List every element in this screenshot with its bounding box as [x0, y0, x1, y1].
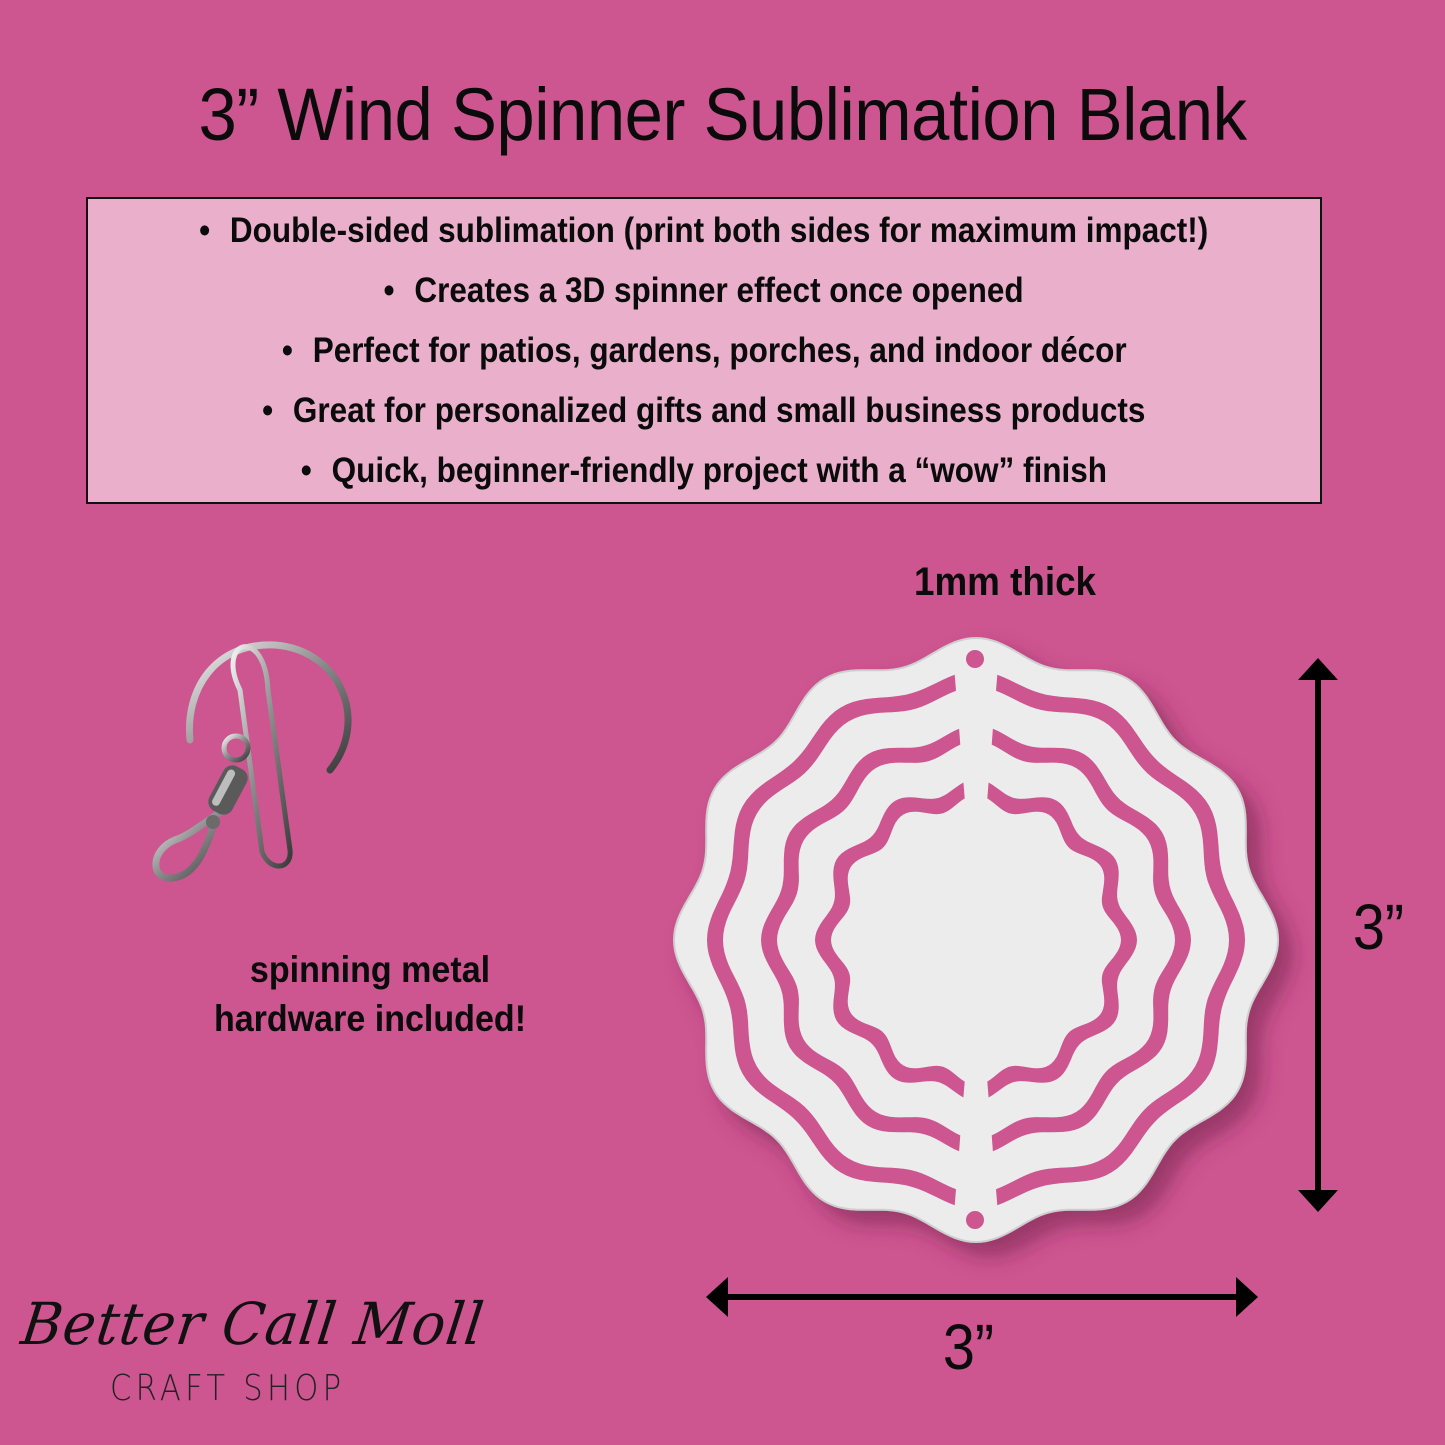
- feature-item: •Creates a 3D spinner effect once opened: [383, 270, 1025, 310]
- feature-item: •Quick, beginner-friendly project with a…: [300, 450, 1108, 490]
- hardware-label: spinning metal hardware included!: [213, 949, 527, 1039]
- brand-subtitle: CRAFT SHOP: [110, 1368, 346, 1409]
- height-label: 3”: [1352, 891, 1405, 963]
- feature-item: •Great for personalized gifts and small …: [262, 390, 1146, 430]
- feature-item: •Perfect for patios, gardens, porches, a…: [281, 330, 1127, 370]
- features-panel: •Double-sided sublimation (print both si…: [86, 197, 1322, 504]
- page-title: 3” Wind Spinner Sublimation Blank: [198, 73, 1247, 156]
- width-label: 3”: [942, 1311, 995, 1383]
- thickness-label: 1mm thick: [913, 560, 1097, 604]
- brand-logo: Better Call Moll: [17, 1290, 489, 1358]
- feature-item: •Double-sided sublimation (print both si…: [199, 210, 1209, 250]
